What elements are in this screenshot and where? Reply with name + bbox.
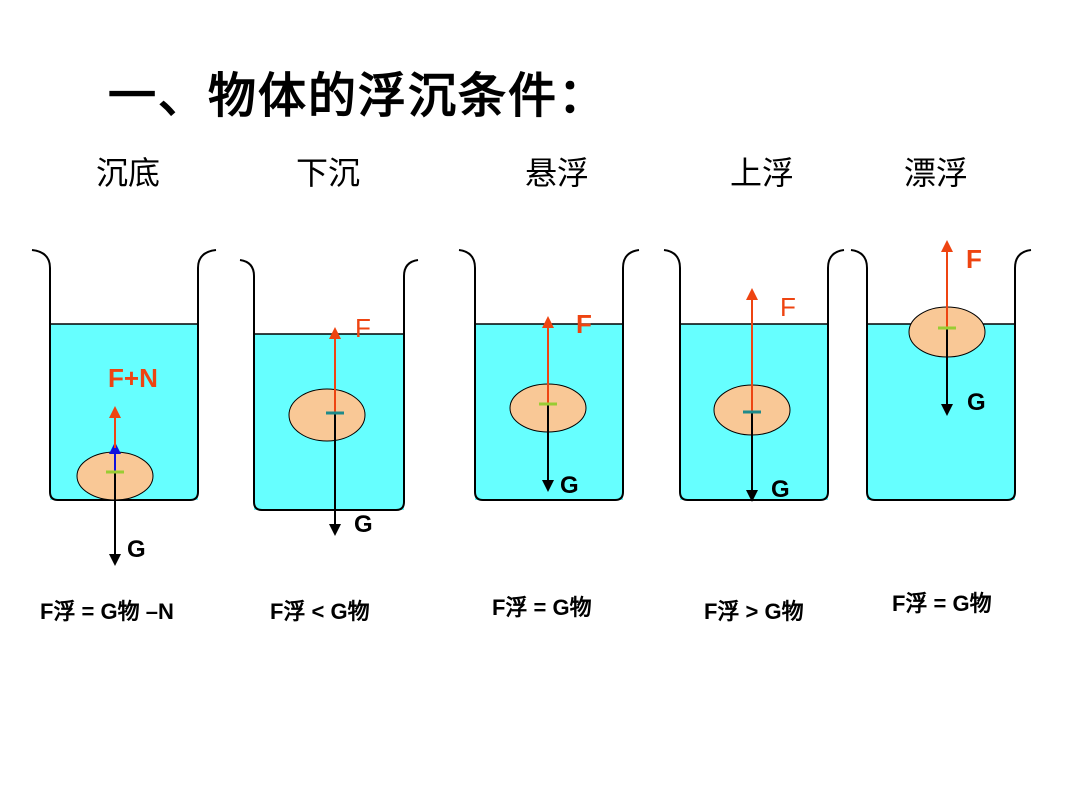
force-label-down: G bbox=[967, 389, 986, 416]
force-label-up: F bbox=[355, 313, 371, 343]
force-label-up: F bbox=[576, 309, 592, 339]
force-label-up: F bbox=[966, 244, 982, 274]
state-label-sink-bottom: 沉底 bbox=[96, 154, 161, 192]
beaker-outline bbox=[239, 259, 419, 511]
beaker-outline bbox=[31, 249, 217, 501]
page-title: 一、物体的浮沉条件： bbox=[108, 68, 609, 124]
beaker-outline bbox=[850, 249, 1032, 501]
force-label-down: G bbox=[560, 472, 579, 499]
equation-rising: F浮 > G物 bbox=[704, 599, 804, 624]
force-label-down: G bbox=[771, 476, 790, 503]
force-label-up: F bbox=[780, 292, 796, 322]
state-label-rising: 上浮 bbox=[730, 154, 795, 192]
force-label-down: G bbox=[354, 511, 373, 538]
state-label-suspended: 悬浮 bbox=[525, 154, 590, 192]
force-label-down: G bbox=[127, 536, 146, 563]
beaker-floating: F G bbox=[850, 240, 1032, 501]
beaker-suspended: F G bbox=[458, 249, 640, 501]
force-label-up: F+N bbox=[108, 363, 158, 393]
object bbox=[288, 388, 366, 442]
state-label-sinking: 下沉 bbox=[296, 154, 361, 192]
equation-floating: F浮 = G物 bbox=[892, 591, 992, 616]
beaker-rising: F G bbox=[663, 249, 845, 503]
beaker-sink-bottom: F+N G bbox=[31, 249, 217, 566]
beaker-outline bbox=[458, 249, 640, 501]
beaker-sinking: F G bbox=[239, 259, 419, 538]
equation-sink-bottom: F浮 = G物 –N bbox=[40, 599, 174, 624]
state-label-floating: 漂浮 bbox=[904, 154, 969, 192]
equation-suspended: F浮 = G物 bbox=[492, 595, 592, 620]
equation-sinking: F浮 < G物 bbox=[270, 599, 370, 624]
